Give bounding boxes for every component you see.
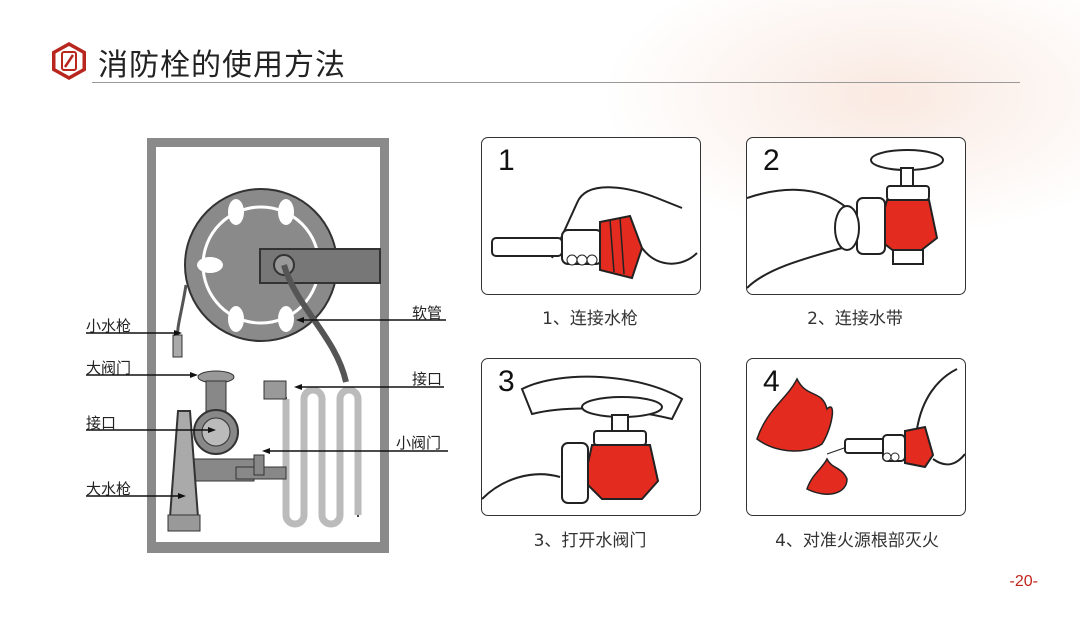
connect-nozzle-illustration — [491, 186, 698, 280]
step-1-caption: 1、连接水枪 — [542, 309, 638, 329]
step-number: 2 — [763, 144, 780, 177]
hydrant-cabinet-diagram — [147, 138, 389, 553]
edit-icon — [52, 42, 86, 80]
step-2-panel: 2 — [746, 137, 966, 295]
step-4-caption: 4、对准火源根部灭火 — [775, 531, 939, 551]
title-divider — [92, 82, 1020, 83]
arrow-hose — [296, 317, 446, 323]
step-number: 3 — [498, 365, 515, 398]
slide-header: 消防栓的使用方法 — [48, 38, 1020, 88]
step-1-panel: 1 — [481, 137, 701, 295]
extinguish-fire-illustration — [756, 368, 965, 495]
label-big-nozzle: 大水枪 — [86, 480, 132, 498]
step-number: 4 — [763, 365, 780, 398]
step-4-panel: 4 — [746, 358, 966, 516]
arrow-interface-left — [86, 427, 216, 433]
step-3-panel: 3 — [481, 358, 701, 516]
arrow-big-valve — [86, 372, 198, 378]
open-valve-illustration — [482, 375, 684, 504]
step-2-caption: 2、连接水带 — [807, 309, 903, 329]
page-number: -20- — [1009, 573, 1038, 590]
arrow-big-nozzle — [86, 493, 186, 499]
arrow-small-nozzle — [86, 330, 182, 336]
label-hose: 软管 — [412, 304, 443, 322]
label-small-valve: 小阀门 — [396, 434, 442, 452]
label-interface-left: 接口 — [86, 414, 117, 432]
connect-hose-illustration — [747, 149, 944, 289]
step-3-caption: 3、打开水阀门 — [533, 531, 647, 551]
label-big-valve: 大阀门 — [86, 359, 132, 377]
page-title: 消防栓的使用方法 — [98, 48, 346, 83]
label-small-nozzle: 小水枪 — [86, 317, 132, 335]
arrow-interface-right — [294, 384, 444, 390]
arrow-small-valve — [262, 448, 448, 454]
step-number: 1 — [498, 144, 515, 177]
label-interface-right: 接口 — [412, 370, 443, 388]
